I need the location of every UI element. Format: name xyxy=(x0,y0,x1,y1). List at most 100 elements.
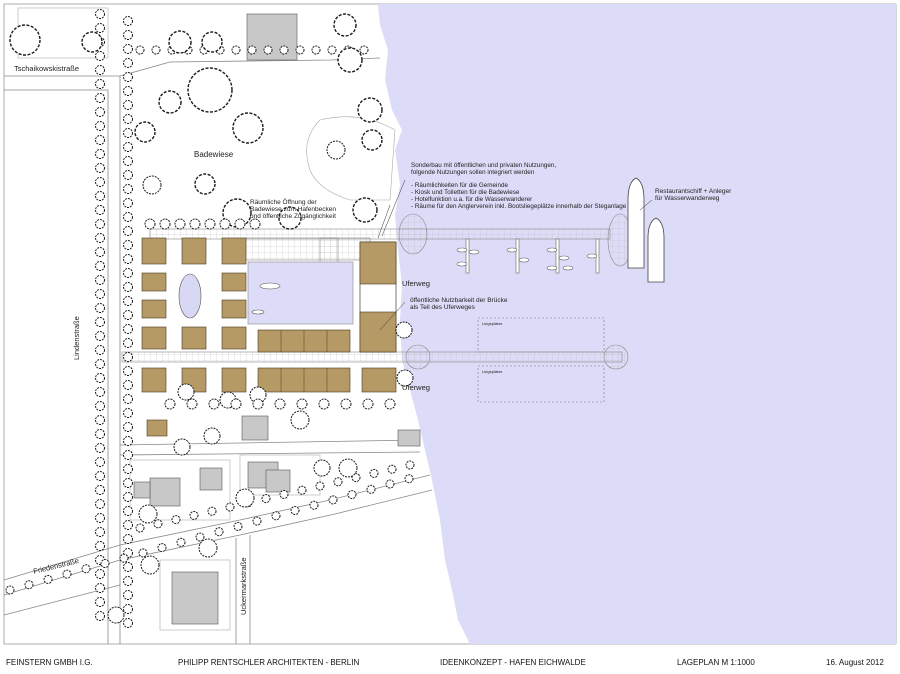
tree-icon xyxy=(297,485,307,495)
tree-icon xyxy=(95,471,105,481)
tree-icon xyxy=(140,555,160,575)
tree-icon xyxy=(123,44,133,54)
tree-icon xyxy=(95,443,105,453)
tree-icon xyxy=(219,218,231,230)
tree-icon xyxy=(123,422,133,432)
tree-icon xyxy=(95,317,105,327)
tree-icon xyxy=(279,489,289,499)
tree-icon xyxy=(95,611,105,621)
annotation-sonderbau-line: - Räume für den Anglerverein inkl. Boots… xyxy=(411,203,627,210)
tree-icon xyxy=(225,502,235,512)
tree-icon xyxy=(351,473,361,483)
tree-icon xyxy=(123,226,133,236)
tree-icon xyxy=(187,67,233,113)
tree-icon xyxy=(222,198,252,228)
tree-icon xyxy=(333,13,357,37)
tree-icon xyxy=(95,457,105,467)
tree-icon xyxy=(123,100,133,110)
tree-icon xyxy=(95,135,105,145)
tree-icon xyxy=(123,240,133,250)
tree-icon xyxy=(361,129,383,151)
tree-icon xyxy=(95,485,105,495)
tree-icon xyxy=(95,345,105,355)
tree-icon xyxy=(261,494,271,504)
tree-icon xyxy=(95,93,105,103)
lot-outlines xyxy=(17,7,396,631)
tree-icon xyxy=(123,268,133,278)
tree-icon xyxy=(296,398,308,410)
tree-icon xyxy=(309,500,319,510)
tree-icon xyxy=(95,289,105,299)
tree-icon xyxy=(95,499,105,509)
tree-icon xyxy=(95,429,105,439)
tree-icon xyxy=(123,142,133,152)
tree-icon xyxy=(274,398,286,410)
tree-icon xyxy=(369,468,379,478)
tree-icon xyxy=(171,515,181,525)
tree-icon xyxy=(95,387,105,397)
tree-icon xyxy=(123,30,133,40)
tree-icon xyxy=(357,97,383,123)
tree-icon xyxy=(43,574,53,584)
tree-icon xyxy=(230,398,242,410)
tree-icon xyxy=(95,107,105,117)
tree-group xyxy=(5,9,415,628)
tree-icon xyxy=(177,383,195,401)
tree-icon xyxy=(123,436,133,446)
tree-icon xyxy=(95,233,105,243)
harbour-quay xyxy=(244,237,371,325)
tree-icon xyxy=(352,197,378,223)
restaurant-ship xyxy=(627,177,665,283)
tree-icon xyxy=(247,45,257,55)
annotation-sonderbau: Sonderbau mit öffentlichen und privaten … xyxy=(411,162,627,210)
tree-icon xyxy=(95,149,105,159)
tree-icon xyxy=(366,484,376,494)
tree-icon xyxy=(95,275,105,285)
tree-icon xyxy=(214,527,224,537)
tree-icon xyxy=(201,31,223,53)
annotation-opening-line: Räumliche Öffnung der xyxy=(250,198,318,206)
annotation-opening-line: Badewiese zum Hafenbecken xyxy=(250,206,336,213)
annotation-restaurant-line: Restaurantschiff + Anleger xyxy=(655,188,732,195)
tree-icon xyxy=(95,261,105,271)
tree-icon xyxy=(168,30,192,54)
tree-icon xyxy=(95,597,105,607)
tree-icon xyxy=(123,58,133,68)
tree-icon xyxy=(135,45,145,55)
tree-icon xyxy=(95,415,105,425)
annotation-sonderbau-line: - Hotelfunktion u.a. für die Wasserwande… xyxy=(411,196,532,203)
tree-icon xyxy=(337,47,363,73)
tree-icon xyxy=(123,324,133,334)
tree-icon xyxy=(123,394,133,404)
tree-icon xyxy=(123,16,133,26)
tree-icon xyxy=(123,338,133,348)
tree-icon xyxy=(95,583,105,593)
tree-icon xyxy=(123,604,133,614)
tree-icon xyxy=(233,521,243,531)
tree-icon xyxy=(123,450,133,460)
leader-lines xyxy=(377,179,653,331)
tree-icon xyxy=(157,543,167,553)
tree-icon xyxy=(95,247,105,257)
tree-icon xyxy=(158,90,182,114)
tree-icon xyxy=(252,398,264,410)
tree-icon xyxy=(359,45,369,55)
area-label-liegeplaetze-2: Liegeplätze xyxy=(482,369,503,374)
annotation-bruecke-line: als Teil des Uferweges xyxy=(410,304,476,311)
tree-icon xyxy=(328,495,338,505)
existing-buildings xyxy=(133,13,421,625)
tree-icon xyxy=(95,205,105,215)
annotation-bruecke-line: öffentliche Nutzbarkeit der Brücke xyxy=(410,297,508,304)
title-block: FEINSTERN GMBH I.G. PHILIPP RENTSCHLER A… xyxy=(0,650,900,674)
tree-icon xyxy=(271,511,281,521)
tree-icon xyxy=(204,218,216,230)
tree-icon xyxy=(338,458,358,478)
annotation-sonderbau-line: folgende Nutzungen sollen integriert wer… xyxy=(411,169,535,176)
tree-icon xyxy=(123,254,133,264)
footer-plan: LAGEPLAN M 1:1000 xyxy=(677,658,755,667)
street-label-uckermark: Uckermarkstraße xyxy=(239,557,248,615)
tree-icon xyxy=(81,564,91,574)
tree-icon xyxy=(290,506,300,515)
tree-icon xyxy=(95,401,105,411)
tree-icon xyxy=(340,398,352,410)
